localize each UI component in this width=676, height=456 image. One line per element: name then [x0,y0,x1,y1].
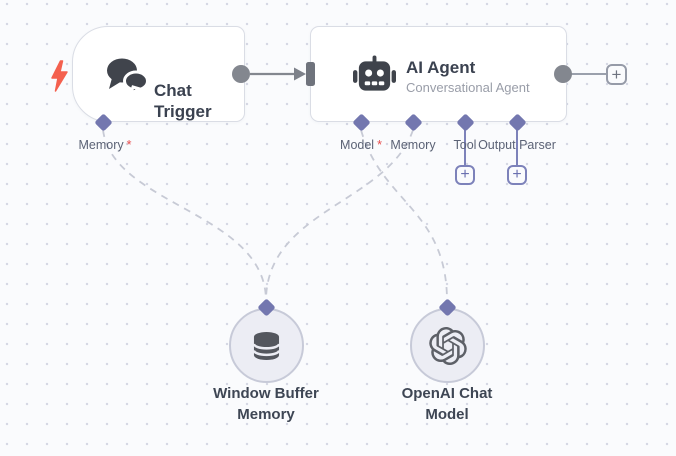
connection-trigger-to-agent [250,67,306,81]
plus-glyph: + [611,64,622,84]
ai-agent-input-port[interactable] [306,62,315,86]
ai-agent-subtitle: Conversational Agent [406,80,530,96]
node-openai-chat-model[interactable] [410,308,485,383]
plus-glyph: + [512,166,522,183]
chat-bubbles-icon [107,58,149,93]
node-ai-agent[interactable]: AI Agent Conversational Agent [310,26,567,122]
lightning-trigger-icon [51,60,68,92]
required-asterisk: * [126,138,132,152]
openai-logo-icon [428,326,467,365]
openai-chat-model-title: OpenAI Chat Model [401,385,493,423]
plus-glyph: + [460,166,470,183]
chat-trigger-output-port[interactable] [232,65,250,83]
endpoint-label-memory: Memory [390,138,436,152]
endpoint-label-output-parser: Output Parser [478,138,556,152]
required-asterisk: * [377,138,382,152]
connection-agent-model-to-openai [360,129,448,302]
endpoint-label-model: Model* [340,138,382,152]
add-output-parser-button[interactable]: + [507,165,527,185]
add-tool-button[interactable]: + [455,165,475,185]
endpoint-label-trigger-memory: Memory* [78,138,132,152]
connection-agent-memory-to-buffer [265,129,414,302]
node-chat-trigger[interactable]: Chat Trigger [72,26,245,122]
chat-trigger-title: Chat Trigger [154,81,212,122]
node-window-buffer-memory[interactable] [229,308,304,383]
endpoint-label-tool: Tool [453,138,477,152]
robot-icon [353,55,396,91]
ai-agent-title: AI Agent [406,58,476,77]
database-icon [253,331,280,360]
window-buffer-memory-title: Window Buffer Memory [213,385,319,423]
ai-agent-output-port[interactable] [554,65,572,83]
connection-trigger-memory-to-buffer [102,129,267,302]
add-node-button[interactable]: + [606,63,627,85]
